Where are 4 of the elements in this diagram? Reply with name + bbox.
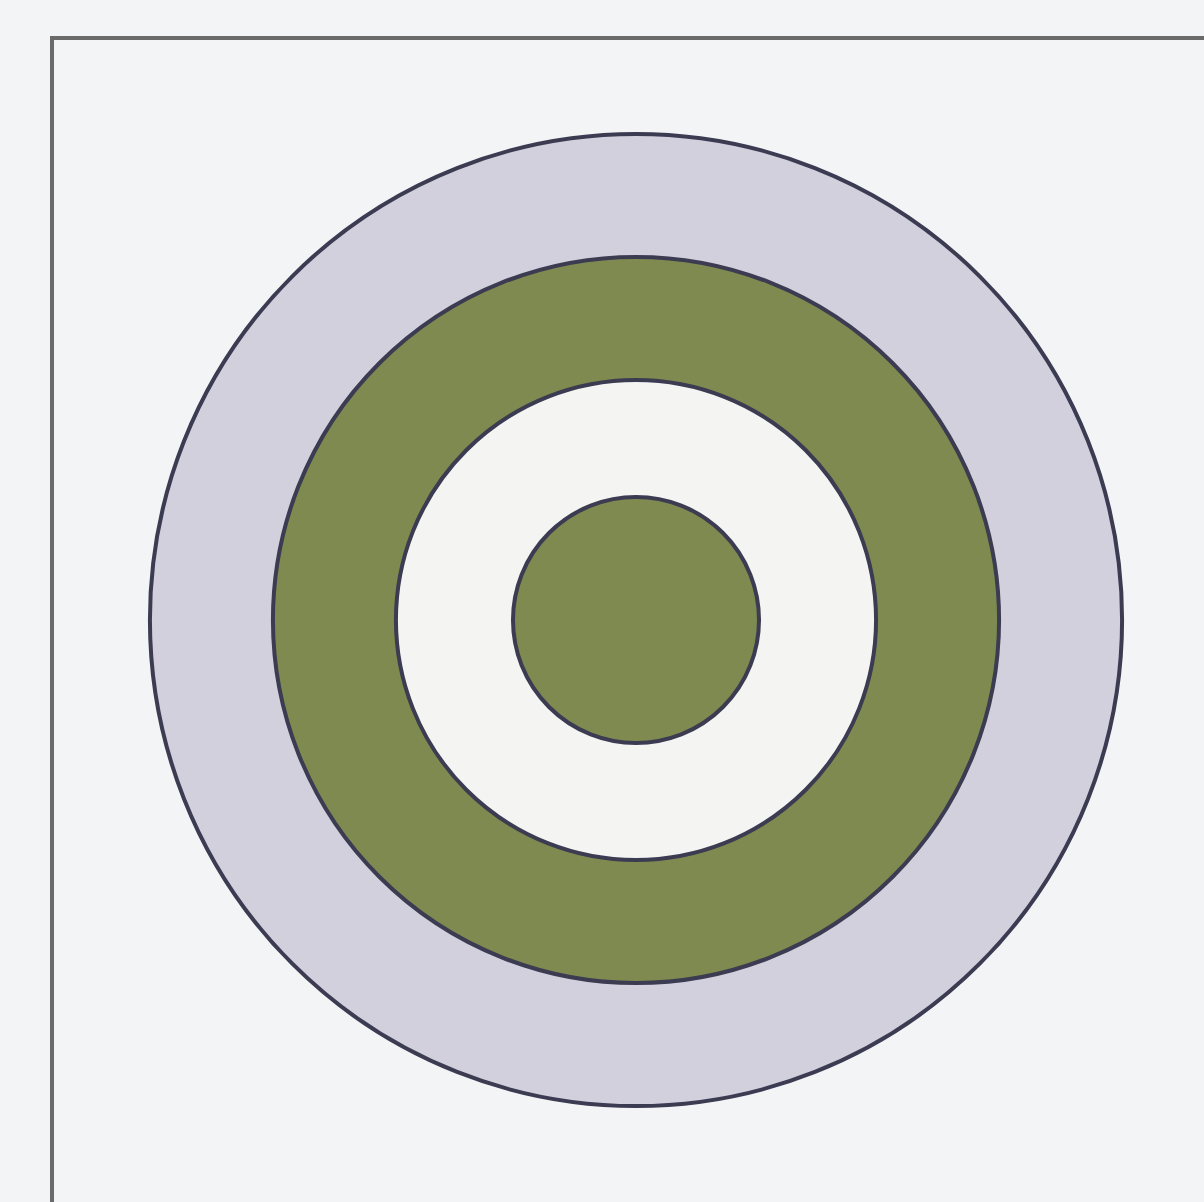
circle-ring <box>394 378 878 862</box>
circle-ring <box>146 130 1126 1110</box>
circle-ring <box>270 254 1002 986</box>
circle-ring <box>512 496 760 744</box>
